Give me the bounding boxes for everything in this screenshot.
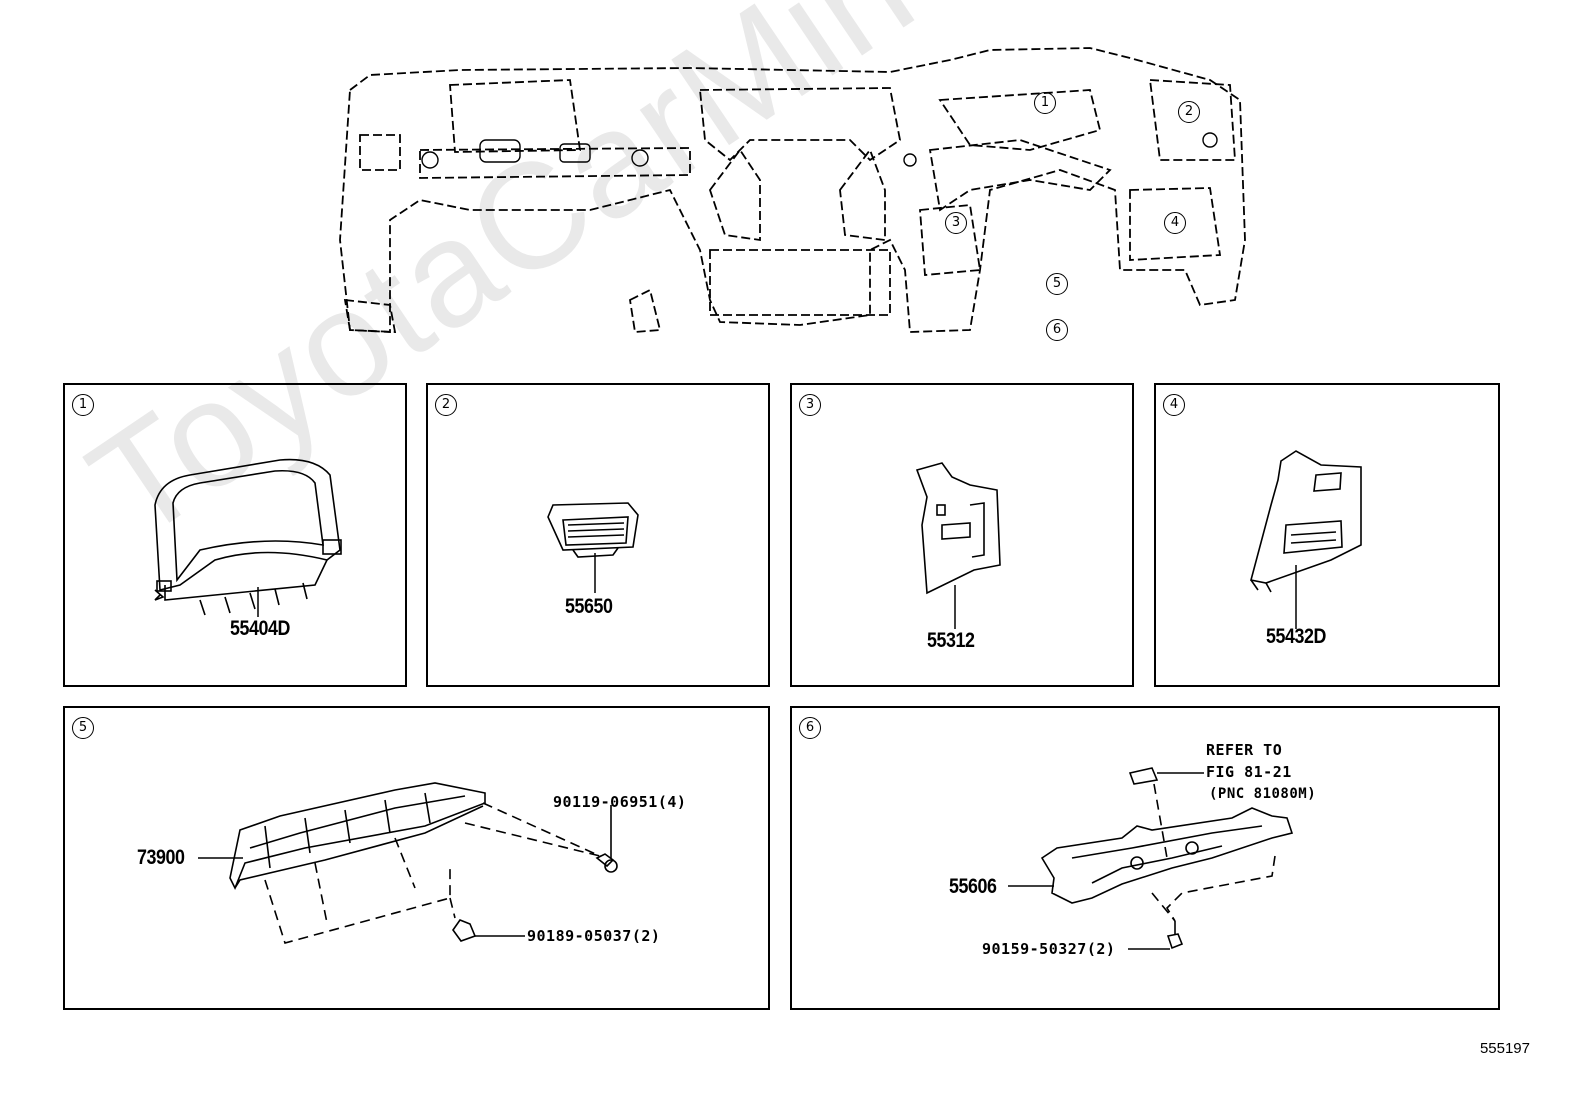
glovebox-door-drawing — [198, 782, 618, 944]
part-number-label: 55404D — [230, 617, 290, 640]
callout-4: 4 — [1164, 212, 1186, 234]
callout-2: 2 — [1178, 101, 1200, 123]
panel-index: 1 — [72, 394, 94, 416]
part-number-label: 55606 — [949, 875, 997, 898]
panel-index: 5 — [72, 717, 94, 739]
callout-3: 3 — [945, 212, 967, 234]
panel-4-lower-panel: 4 55432D — [1154, 383, 1500, 687]
fastener-label-bolt: 90119-06951(4) — [553, 793, 687, 811]
fastener-label-screw: 90159-50327(2) — [982, 940, 1116, 958]
panel-index: 4 — [1163, 394, 1185, 416]
undercover-drawing — [1008, 767, 1294, 950]
figure-number: 555197 — [1479, 1040, 1530, 1057]
refer-to-line-3: (PNC 81080M) — [1209, 786, 1317, 802]
panel-1-cluster-panel: 1 55404D — [63, 383, 407, 687]
panel-2-vent-panel: 2 55650 — [426, 383, 770, 687]
dashboard-overview-diagram — [330, 40, 1270, 345]
part-number-label: 55432D — [1266, 625, 1326, 648]
part-number-label: 55312 — [927, 629, 975, 652]
fastener-label-clip: 90189-05037(2) — [527, 927, 661, 945]
air-vent-drawing — [547, 502, 639, 593]
panel-index: 6 — [799, 717, 821, 739]
part-number-label: 73900 — [137, 846, 185, 869]
panel-5-glovebox-door-panel: 5 73900 90119-06951(4) 90189 — [63, 706, 770, 1010]
panel-3-lower-cover-panel: 3 55312 — [790, 383, 1134, 687]
panel-6-undercover-panel: 6 55606 90159-50327(2) REFER TO FIG 81-2… — [790, 706, 1500, 1010]
panel-index: 3 — [799, 394, 821, 416]
callout-5: 5 — [1046, 273, 1068, 295]
dashboard-outline — [339, 47, 1246, 333]
part-number-label: 55650 — [565, 595, 613, 618]
callout-6: 6 — [1046, 319, 1068, 341]
refer-to-line-1: REFER TO — [1206, 741, 1283, 759]
cluster-finish-panel-drawing — [154, 458, 342, 617]
lower-panel-drawing — [1250, 450, 1362, 629]
lower-cover-drawing — [915, 462, 1001, 629]
callout-1: 1 — [1034, 92, 1056, 114]
refer-to-line-2: FIG 81-21 — [1206, 763, 1292, 781]
panel-index: 2 — [435, 394, 457, 416]
